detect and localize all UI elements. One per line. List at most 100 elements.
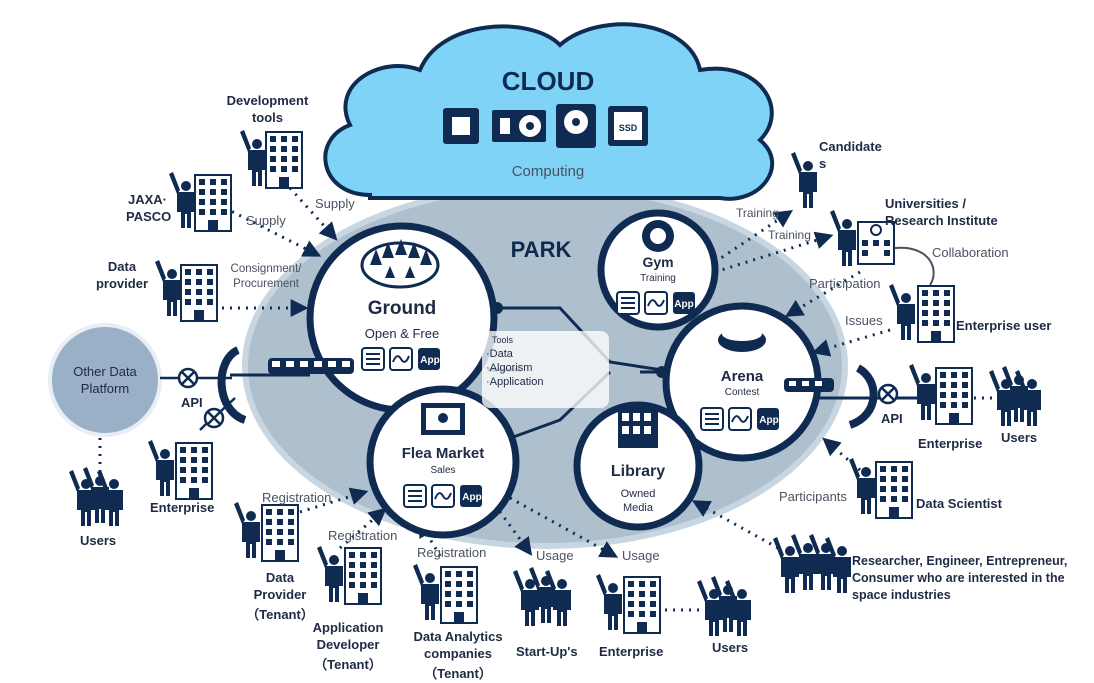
usage-label: Usage xyxy=(622,548,660,563)
users-bottom-actor xyxy=(697,576,751,636)
flea-market-subtitle: Sales xyxy=(430,465,456,476)
train-icon xyxy=(268,358,354,374)
users-left-actor xyxy=(69,467,123,526)
train-icon xyxy=(784,378,834,392)
registration-label: Registration xyxy=(417,545,487,560)
ground-subtitle: Open & Free xyxy=(364,326,440,341)
library-title: Library xyxy=(610,463,666,480)
usage-label: Usage xyxy=(536,548,574,563)
universities-label-2: Research Institute xyxy=(885,213,998,228)
dotted-links xyxy=(98,396,995,612)
app-developer-2: Developer xyxy=(316,637,380,652)
issues-label: Issues xyxy=(845,313,883,328)
analytics-3: （Tenant） xyxy=(424,666,492,681)
candidates-label-1: Candidate xyxy=(819,139,882,154)
enterprise-right-actor xyxy=(909,364,973,425)
data-scientist-label: Data Scientist xyxy=(916,496,1002,511)
jaxa-label-1: JAXA· xyxy=(128,192,168,207)
users-right-label: Users xyxy=(1001,430,1038,445)
data-provider-label-1: Data xyxy=(107,259,137,274)
tools-item: ·Data xyxy=(486,348,513,360)
enterprise-right-label: Enterprise xyxy=(918,436,983,451)
data-provider-tenant-1: Data xyxy=(265,570,295,585)
weightlifter-icon xyxy=(642,220,674,252)
enterprise-left-actor xyxy=(148,440,213,500)
api-connector-icon xyxy=(199,397,236,431)
dev-tools-label-1: Development xyxy=(226,93,309,108)
enterprise-user-label: Enterprise user xyxy=(956,318,1052,333)
data-provider-tenant-actor xyxy=(234,502,299,562)
universities-label-1: Universities / xyxy=(885,196,966,211)
training-label: Training xyxy=(736,206,779,220)
other-platform-line2: Platform xyxy=(80,381,130,396)
researchers-actor xyxy=(773,534,851,593)
api-left-label: API xyxy=(181,395,203,410)
consignment-label-2: Procurement xyxy=(233,278,299,290)
ssd-icon: SSD xyxy=(608,106,648,146)
other-data-platform xyxy=(48,323,162,437)
candidates-actor xyxy=(791,152,817,208)
stadium-icon xyxy=(718,327,766,352)
enterprise-bottom-actor xyxy=(596,574,661,634)
app-icon-label: App xyxy=(420,355,439,366)
tools-title: Tools xyxy=(492,335,514,345)
analytics-2: companies xyxy=(424,646,492,661)
enterprise-left-label: Enterprise xyxy=(150,500,215,515)
app-developer-3: （Tenant） xyxy=(314,657,382,672)
other-platform-line1: Other Data xyxy=(73,364,137,379)
trees-icon xyxy=(360,239,440,289)
development-tools-actor xyxy=(240,130,303,189)
cloud-subtitle: Computing xyxy=(512,163,585,180)
supply-label: Supply xyxy=(315,196,355,211)
universities-actor xyxy=(830,210,895,266)
candidates-label-2: s xyxy=(819,156,827,171)
api-connector-icon xyxy=(160,367,232,389)
dev-tools-label-2: tools xyxy=(251,110,284,125)
app-developer-actor xyxy=(317,546,382,605)
researchers-label-3: space industries xyxy=(852,588,951,602)
data-scientist-actor xyxy=(849,458,913,519)
researchers-label-2: Consumer who are interested in the xyxy=(852,571,1065,585)
consignment-label-1: Consignment/ xyxy=(230,263,302,275)
library-subtitle-1: Owned xyxy=(620,488,656,500)
data-provider-label-2: provider xyxy=(95,276,148,291)
users-bottom-label: Users xyxy=(712,640,749,655)
analytics-actor xyxy=(413,564,478,624)
bookshelf-icon xyxy=(618,408,658,448)
arena-subtitle: Contest xyxy=(724,387,760,398)
cloud-title: CLOUD xyxy=(502,66,594,96)
enterprise-user-actor xyxy=(889,284,955,343)
market-stall-icon xyxy=(421,403,465,435)
library-subtitle-2: Media xyxy=(623,502,653,514)
library-hub xyxy=(573,401,703,531)
app-developer-1: Application xyxy=(312,620,384,635)
api-right-label: API xyxy=(881,411,903,426)
gateway-icon xyxy=(848,364,878,429)
tools-item: ·Algorism xyxy=(486,362,533,374)
users-right-actor xyxy=(989,366,1041,426)
gym-title: Gym xyxy=(642,254,674,270)
supply-label: Supply xyxy=(246,213,286,228)
flow-arrows xyxy=(222,186,891,558)
api-connector-icon xyxy=(877,383,899,405)
park-title: PARK xyxy=(511,237,572,262)
cloud-shape xyxy=(323,22,775,201)
enterprise-bottom-label: Enterprise xyxy=(599,644,664,659)
gpu-card-icon xyxy=(492,110,546,142)
tools-box: Tools ·Data ·Algorism ·Application xyxy=(482,331,609,408)
hdd-icon xyxy=(556,104,596,148)
users-left-label: Users xyxy=(80,533,117,548)
gateway-icon xyxy=(217,346,247,424)
app-icon-label: App xyxy=(674,299,693,310)
data-provider-tenant-3: （Tenant） xyxy=(246,607,314,622)
jaxa-pasco-actor xyxy=(169,172,232,232)
app-icon-label: App xyxy=(759,415,778,426)
analytics-1: Data Analytics xyxy=(413,629,503,644)
app-icon-label: App xyxy=(462,492,481,503)
jaxa-label-2: PASCO xyxy=(126,209,172,224)
gym-subtitle: Training xyxy=(640,273,676,284)
cpu-icon xyxy=(443,108,479,144)
participation-label: Participation xyxy=(809,276,881,291)
researchers-label-1: Researcher, Engineer, Entrepreneur, xyxy=(852,554,1068,568)
training-label: Training xyxy=(768,228,811,242)
